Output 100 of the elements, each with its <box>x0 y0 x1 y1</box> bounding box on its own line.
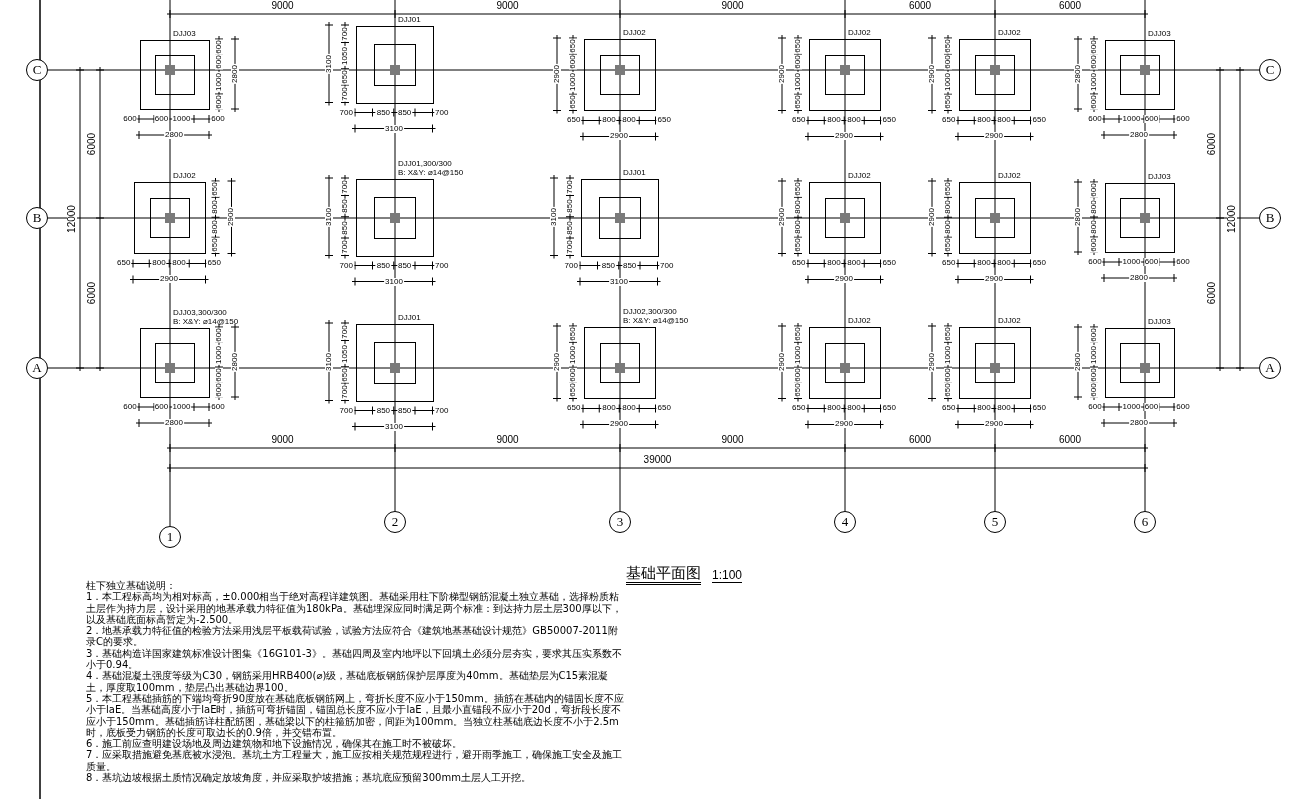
axis-bubble: 6 <box>1134 511 1156 533</box>
dimension-text: 1050 <box>341 344 350 364</box>
dimension-text: 6000 <box>907 1 933 11</box>
dimension-text: 850 <box>341 198 350 215</box>
dimension-text: 2900 <box>834 420 854 429</box>
dimension-text: 850 <box>375 108 392 117</box>
dimension-text: 9000 <box>495 435 520 445</box>
axis-bubble: 4 <box>834 511 856 533</box>
footing-label: DJJ02 <box>623 27 646 37</box>
dimension-text: 700 <box>563 261 579 270</box>
rebar-note: B: X&Y: ⌀14@150 <box>623 315 689 325</box>
dimension-text: 600 <box>210 115 226 123</box>
dimension-text: 850 <box>396 406 413 415</box>
footing-label: DJJ02 <box>998 170 1021 180</box>
dimension-text: 800 <box>1090 219 1098 235</box>
dimension-text: 6000 <box>87 280 97 306</box>
dimension-text: 650 <box>943 326 952 342</box>
dimension-text: 2800 <box>1129 274 1149 282</box>
note-text: 2．地基承载力特征值的检验方法采用浅层平板载荷试验，试验方法应符合《建筑地基基础设计规范》GB50007-2011附录C的要求。 <box>86 625 619 648</box>
dimension-text: 600 <box>153 115 170 123</box>
dimension-text: 1050 <box>341 46 350 66</box>
dimension-text: 2900 <box>927 352 936 372</box>
dimension-text: 600 <box>1090 366 1098 383</box>
footing-label: DJJ03 <box>173 29 196 38</box>
dimension-text: 1000 <box>1121 403 1142 411</box>
footing-label: DJJ01 <box>398 313 421 323</box>
dimension-text: 800 <box>996 259 1012 268</box>
footing-label: DJJ02 <box>998 27 1021 37</box>
dimension-text: 800 <box>171 259 187 268</box>
dimension-text: 700 <box>659 261 675 270</box>
dimension-text: 2900 <box>927 64 936 84</box>
footing-label: DJJ01,300/300 <box>398 159 452 169</box>
dimension-text: 650 <box>116 259 132 268</box>
dimension-text: 2800 <box>1129 419 1149 427</box>
dimension-text: 650 <box>568 382 577 398</box>
dimension-text: 2900 <box>609 420 629 429</box>
dimension-text: 6000 <box>87 131 97 157</box>
dimension-text: 650 <box>941 404 957 413</box>
dimension-text: 3100 <box>550 207 559 227</box>
dimension-text: 650 <box>211 181 220 197</box>
dimension-text: 600 <box>1087 115 1103 123</box>
dimension-text: 12000 <box>67 204 77 234</box>
dimension-text: 700 <box>341 239 350 255</box>
dimension-text: 600 <box>943 53 952 70</box>
dimension-text: 800 <box>976 259 992 268</box>
dimension-text: 650 <box>941 259 957 268</box>
dimension-text: 600 <box>1143 403 1160 411</box>
dimension-text: 600 <box>215 38 223 55</box>
dimension-text: 800 <box>826 404 842 413</box>
dimension-text: 800 <box>1090 199 1098 215</box>
dimension-text: 1000 <box>793 344 802 365</box>
dimension-text: 650 <box>791 116 807 125</box>
rebar-note: B: X&Y: ⌀14@150 <box>173 317 239 326</box>
dimension-text: 600 <box>1090 236 1098 253</box>
axis-bubble: 3 <box>609 511 631 533</box>
footing-label: DJJ02 <box>848 170 871 180</box>
dimension-text: 2800 <box>1074 64 1082 84</box>
dimension-text: 850 <box>621 261 638 270</box>
axis-bubble: 2 <box>384 511 406 533</box>
footing-label: DJJ03 <box>1148 317 1171 326</box>
dimension-text: 3100 <box>325 207 334 227</box>
dimension-text: 650 <box>566 404 582 413</box>
dimension-text: 850 <box>341 219 350 236</box>
dimension-text: 650 <box>793 38 802 54</box>
dimension-text: 9000 <box>495 1 520 11</box>
dimension-text: 600 <box>1143 258 1160 266</box>
footing-label: DJJ01 <box>623 168 646 178</box>
note-text: 1．本工程标高均为相对标高，±0.000相当于绝对高程详建筑图。基础采用柱下阶梯型钢筋混凝土独立基础，选择粉质粘土层作为持力层，设计采用的地基承载力特征值为180kPa。基础埋深应同时满足两个标准：到达持力层土层300厚以下，以及基础底面标高暂定为-2.500。 <box>86 591 623 626</box>
dimension-text: 800 <box>151 259 167 268</box>
dimension-text: 600 <box>793 366 802 383</box>
dimension-text: 800 <box>846 404 862 413</box>
notes-heading: 柱下独立基础说明： <box>86 580 177 592</box>
dimension-text: 650 <box>568 94 577 110</box>
dimension-text: 600 <box>215 326 223 343</box>
note-text: 6．施工前应查明建设场地及周边建筑物和地下设施情况，确保其在施工时不被破坏。 <box>86 738 464 750</box>
dimension-text: 1000 <box>568 344 577 365</box>
dimension-text: 2900 <box>834 132 854 141</box>
dimension-text: 800 <box>826 116 842 125</box>
dimension-text: 800 <box>846 116 862 125</box>
dimension-text: 650 <box>793 382 802 398</box>
footing-label: DJJ02 <box>173 170 196 180</box>
dimension-text: 2800 <box>231 64 239 84</box>
dimension-text: 600 <box>1090 381 1098 398</box>
footing-label: DJJ02 <box>998 315 1021 325</box>
dimension-text: 650 <box>1031 259 1047 268</box>
dimension-text: 850 <box>566 219 575 236</box>
dimension-text: 6000 <box>1207 280 1217 306</box>
dimension-text: 1000 <box>171 403 192 411</box>
dimension-text: 600 <box>1090 326 1098 343</box>
footing-label: DJJ02 <box>848 27 871 37</box>
dimension-text: 2900 <box>927 207 936 227</box>
dimension-text: 600 <box>1175 115 1191 123</box>
dimension-text: 650 <box>656 116 672 125</box>
dimension-text: 800 <box>996 116 1012 125</box>
dimension-text: 2900 <box>984 275 1004 284</box>
dimension-text: 600 <box>568 366 577 383</box>
dimension-text: 2800 <box>164 419 184 427</box>
footing-label: DJJ03 <box>1148 29 1171 38</box>
dimension-text: 600 <box>1090 53 1098 70</box>
footing-label: DJJ01 <box>398 15 421 25</box>
